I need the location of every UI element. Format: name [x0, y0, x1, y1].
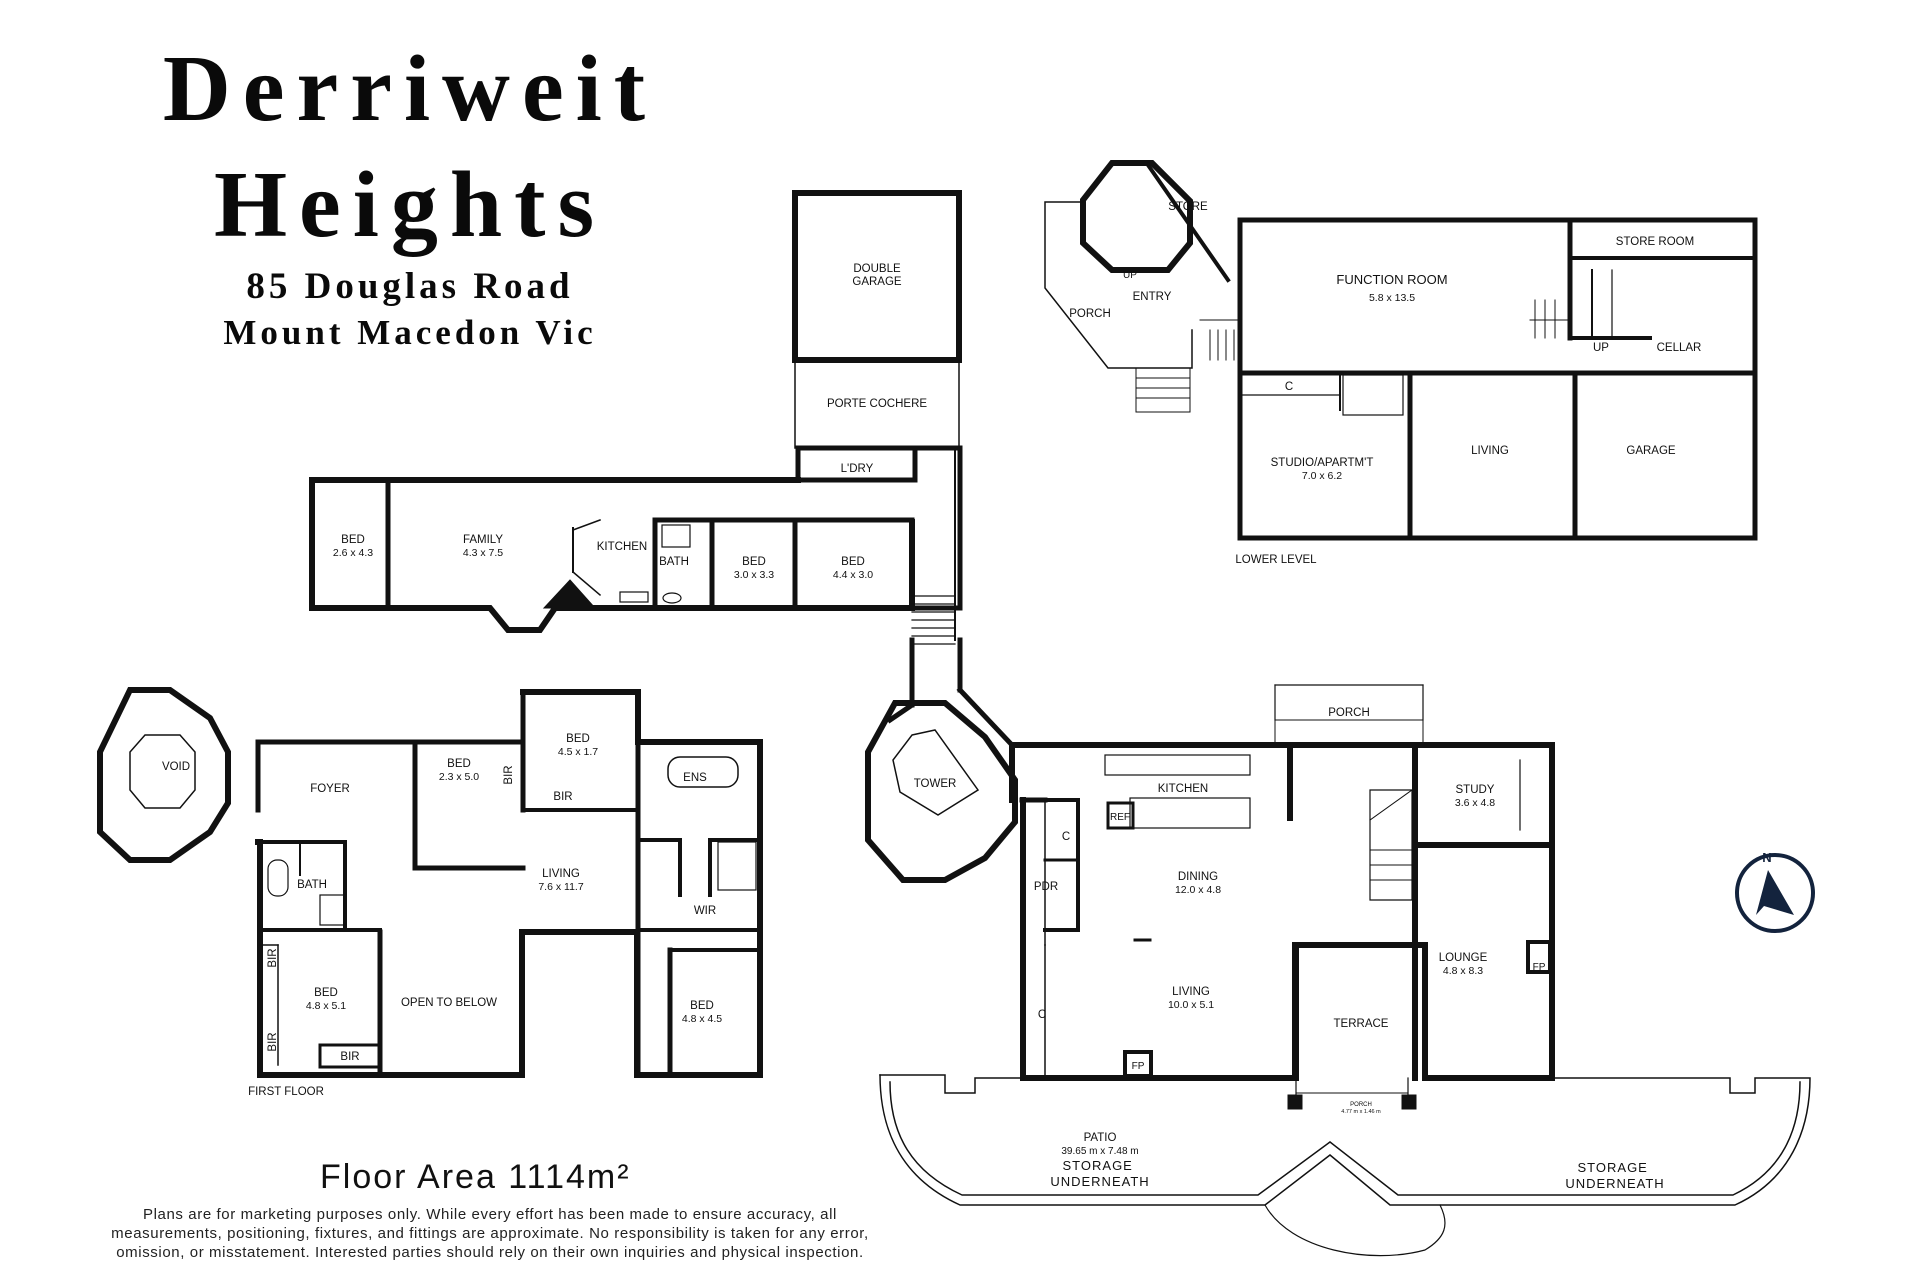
dims-family: 4.3 x 7.5 — [463, 547, 503, 559]
label-storage-left: STORAGE UNDERNEATH — [1050, 1158, 1149, 1189]
label-living-ll: LIVING — [1471, 445, 1509, 457]
label-store-room: STORE ROOM — [1616, 236, 1694, 248]
label-up-cellar: UP — [1593, 342, 1609, 354]
property-name-line2: Heights — [213, 153, 607, 257]
label-pdr: PDR — [1034, 881, 1058, 893]
label-storage-right-line1: STORAGE — [1578, 1160, 1648, 1175]
dims-bed-west: 2.6 x 4.3 — [333, 547, 373, 559]
label-living-main: LIVING — [1172, 986, 1210, 998]
dims-bed-48: 4.8 x 5.1 — [306, 1000, 346, 1012]
upper-wing-walls — [309, 445, 963, 641]
label-bath-wing: BATH — [659, 556, 689, 568]
label-porch-main: PORCH — [1328, 707, 1370, 719]
label-storage-left-line2: UNDERNEATH — [1050, 1174, 1149, 1189]
label-bir-b: BIR — [553, 791, 572, 803]
label-kitchen-wing: KITCHEN — [597, 541, 647, 553]
label-open-below: OPEN TO BELOW — [401, 997, 497, 1009]
label-garage-ll: GARAGE — [1626, 445, 1676, 457]
label-bed-45: BED — [566, 733, 590, 745]
first-floor-walls — [97, 687, 763, 1078]
label-living-ff: LIVING — [542, 868, 580, 880]
label-bir-a: BIR — [503, 765, 515, 784]
label-storage-right: STORAGE UNDERNEATH — [1565, 1160, 1664, 1191]
label-bed-44: BED — [841, 556, 865, 568]
label-bed-33: BED — [742, 556, 766, 568]
label-bed-west: BED — [341, 534, 365, 546]
label-study: STUDY — [1456, 784, 1495, 796]
dims-patio: 39.65 m x 7.48 m — [1061, 1146, 1138, 1157]
compass-north-letter: N — [1762, 850, 1771, 865]
tower-walls — [865, 700, 1018, 883]
label-storage-right-line2: UNDERNEATH — [1565, 1176, 1664, 1191]
label-bir-e: BIR — [340, 1051, 359, 1063]
label-lounge: LOUNGE — [1439, 952, 1488, 964]
label-up-ll: UP — [1123, 270, 1137, 281]
dims-bed-4845: 4.8 x 4.5 — [682, 1013, 722, 1025]
dims-studio: 7.0 x 6.2 — [1302, 470, 1342, 482]
label-c-main2: C — [1038, 1009, 1046, 1021]
label-store-ll: STORE — [1168, 201, 1208, 213]
label-foyer: FOYER — [310, 783, 350, 795]
floor-area: Floor Area 1114m² — [320, 1158, 631, 1196]
label-bath-ff: BATH — [297, 879, 327, 891]
dims-lounge: 4.8 x 8.3 — [1443, 965, 1483, 977]
label-porch-ll: PORCH — [1069, 308, 1111, 320]
label-dining: DINING — [1178, 871, 1218, 883]
label-storage-left-line1: STORAGE — [1063, 1158, 1133, 1173]
label-c-ll: C — [1285, 381, 1293, 393]
label-wir: WIR — [694, 905, 716, 917]
label-entry-ll: ENTRY — [1133, 291, 1172, 303]
label-cellar: CELLAR — [1657, 342, 1702, 354]
label-bir-d: BIR — [267, 1032, 279, 1051]
garage-wing-walls — [792, 190, 962, 483]
dims-bed-45: 4.5 x 1.7 — [558, 746, 598, 758]
label-bed-4845: BED — [690, 1000, 714, 1012]
label-fp-living: FP — [1132, 1061, 1145, 1072]
address-suburb: Mount Macedon Vic — [223, 313, 597, 352]
label-bed-48: BED — [314, 987, 338, 999]
label-bir-c: BIR — [267, 948, 279, 967]
label-ref: REF — [1110, 812, 1130, 823]
label-lower-level: LOWER LEVEL — [1235, 554, 1317, 566]
dims-porch-small: 4.77 m x 1.46 m — [1341, 1109, 1381, 1115]
label-porte-cochere: PORTE COCHERE — [827, 398, 927, 410]
dims-bed-44: 4.4 x 3.0 — [833, 569, 873, 581]
label-patio: PATIO — [1084, 1132, 1117, 1144]
label-bed-23: BED — [447, 758, 471, 770]
property-name-line1: Derriweit — [162, 37, 658, 141]
compass-icon — [1735, 853, 1815, 933]
label-double-garage-line2: GARAGE — [852, 276, 902, 288]
label-function-room: FUNCTION ROOM — [1336, 272, 1447, 287]
label-ldry: L'DRY — [841, 463, 874, 475]
dims-living-ff: 7.6 x 11.7 — [538, 881, 583, 893]
label-studio: STUDIO/APARTM'T — [1271, 457, 1374, 469]
label-tower: TOWER — [914, 778, 957, 790]
label-void: VOID — [162, 761, 190, 773]
label-porch-small: PORCH — [1350, 1102, 1372, 1108]
dims-function-room: 5.8 x 13.5 — [1369, 292, 1415, 304]
dims-living-main: 10.0 x 5.1 — [1168, 999, 1214, 1011]
dims-bed-33: 3.0 x 3.3 — [734, 569, 774, 581]
label-first-floor: FIRST FLOOR — [248, 1086, 324, 1098]
label-double-garage-line1: DOUBLE — [853, 263, 901, 275]
dims-bed-23: 2.3 x 5.0 — [439, 771, 479, 783]
patio-outline — [879, 1074, 1811, 1257]
link-stairs — [886, 595, 1016, 749]
label-terrace: TERRACE — [1334, 1018, 1389, 1030]
label-kitchen-main: KITCHEN — [1158, 783, 1208, 795]
address-street: 85 Douglas Road — [246, 266, 574, 307]
disclaimer: Plans are for marketing purposes only. W… — [111, 1206, 869, 1261]
label-family: FAMILY — [463, 534, 503, 546]
dims-dining: 12.0 x 4.8 — [1175, 884, 1221, 896]
label-ens: ENS — [683, 772, 707, 784]
label-c-main1: C — [1062, 831, 1070, 843]
dims-study: 3.6 x 4.8 — [1455, 797, 1495, 809]
label-fp-lounge: FP — [1533, 962, 1546, 973]
main-block-walls — [1009, 684, 1555, 1110]
lower-level-walls — [1044, 160, 1758, 541]
